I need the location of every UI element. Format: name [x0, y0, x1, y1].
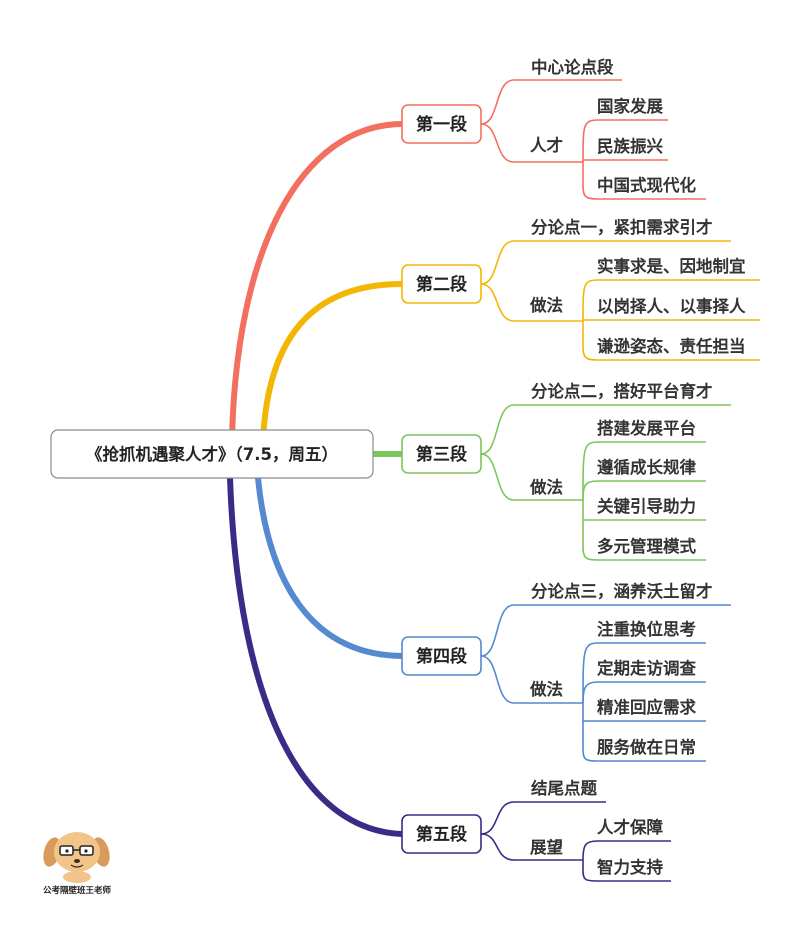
section-1 — [480, 79, 706, 200]
section-5-label: 第五段 — [416, 824, 467, 845]
section-2 — [480, 240, 760, 361]
section-3-node[interactable]: 第三段 — [401, 434, 482, 474]
section-1-node[interactable]: 第一段 — [401, 104, 482, 144]
section-4-label: 第四段 — [416, 646, 467, 667]
section-2-point[interactable]: 分论点一，紧扣需求引才 — [531, 217, 713, 237]
section-5-point[interactable]: 结尾点题 — [531, 778, 598, 798]
section-3-item-3[interactable]: 关键引导助力 — [597, 496, 696, 516]
section-3 — [480, 404, 731, 561]
section-5 — [480, 801, 671, 882]
section-5-node[interactable]: 第五段 — [401, 814, 482, 854]
section-4-item-3[interactable]: 精准回应需求 — [597, 697, 697, 717]
branch-line-1 — [229, 121, 405, 443]
section-3-label: 第三段 — [416, 444, 467, 465]
section-3-point[interactable]: 分论点二，搭好平台育才 — [531, 381, 713, 401]
section-2-item-1[interactable]: 实事求是、因地制宜 — [597, 256, 746, 276]
root-label: 《抢抓机遇聚人才》（7.5，周五） — [86, 444, 338, 464]
section-2-item-3[interactable]: 谦逊姿态、责任担当 — [597, 336, 746, 356]
section-1-item-1[interactable]: 国家发展 — [597, 96, 664, 116]
section-2-branch[interactable]: 做法 — [529, 295, 563, 315]
section-5-branch[interactable]: 展望 — [530, 837, 563, 857]
section-3-item-2[interactable]: 遵循成长规律 — [597, 457, 697, 477]
section-4 — [480, 604, 731, 762]
section-2-node[interactable]: 第二段 — [401, 264, 482, 304]
cartoon-dog-with-glasses-icon — [43, 832, 110, 883]
section-2-label: 第二段 — [416, 274, 467, 295]
section-5-item-2[interactable]: 智力支持 — [597, 857, 664, 877]
branch-line-5 — [227, 475, 405, 837]
section-4-node[interactable]: 第四段 — [401, 636, 482, 676]
section-4-item-4[interactable]: 服务做在日常 — [597, 737, 696, 757]
section-4-item-2[interactable]: 定期走访调查 — [597, 658, 697, 678]
section-3-item-1[interactable]: 搭建发展平台 — [597, 418, 696, 438]
section-1-point[interactable]: 中心论点段 — [531, 57, 614, 77]
section-1-label: 第一段 — [416, 114, 467, 135]
section-1-branch[interactable]: 人才 — [530, 135, 563, 155]
section-5-item-1[interactable]: 人才保障 — [597, 817, 664, 837]
section-2-item-2[interactable]: 以岗择人、以事择人 — [597, 296, 746, 316]
watermark-caption: 公考隔壁班王老师 — [43, 885, 112, 896]
section-4-branch[interactable]: 做法 — [529, 679, 563, 699]
section-4-item-1[interactable]: 注重换位思考 — [597, 619, 696, 639]
branch-line-4 — [255, 475, 405, 659]
branch-line-2 — [260, 281, 405, 443]
section-3-item-4[interactable]: 多元管理模式 — [597, 536, 697, 556]
section-4-point[interactable]: 分论点三，涵养沃土留才 — [531, 581, 713, 601]
section-1-item-2[interactable]: 民族振兴 — [597, 136, 664, 156]
section-1-item-3[interactable]: 中国式现代化 — [597, 175, 697, 195]
root-node[interactable]: 《抢抓机遇聚人才》（7.5，周五） — [50, 429, 374, 479]
section-3-branch[interactable]: 做法 — [529, 477, 563, 497]
